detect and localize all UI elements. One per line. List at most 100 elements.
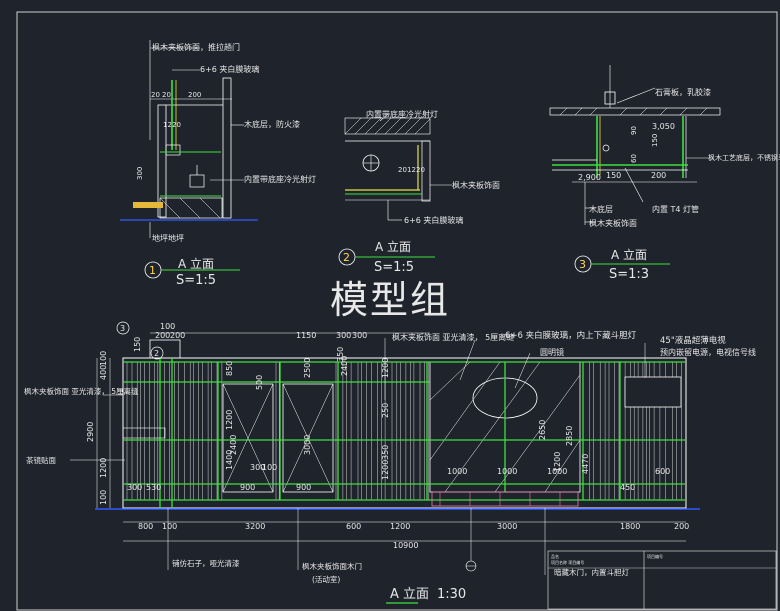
d3-dim-1: 3,050 bbox=[652, 122, 675, 131]
d3-ann-panel: 枫木夹板饰面 bbox=[589, 218, 637, 228]
d1-scale: S=1:5 bbox=[176, 273, 216, 288]
d2-dim-2: 12 bbox=[407, 166, 416, 174]
total-dim: 10900 bbox=[393, 541, 418, 550]
left-dim-4: 1200 bbox=[99, 458, 108, 478]
d3-dim-3: 150 bbox=[651, 134, 659, 147]
d2-scale: S=1:5 bbox=[374, 260, 414, 275]
d3-dim-5: 2,900 bbox=[578, 173, 601, 182]
bot-dim-2: 100 bbox=[162, 522, 177, 531]
inner-dim-label: 2400 bbox=[229, 435, 238, 455]
detail-1: 枫木夹板饰面，推拉趟门 6+6 夹白膜玻璃 20 20 200 12 20 30… bbox=[120, 40, 316, 288]
d3-dim-7: 200 bbox=[651, 171, 666, 180]
top-dim-4: 1150 bbox=[296, 331, 316, 340]
inner-dim-label: 1200 bbox=[381, 460, 390, 480]
callout-maple-left: 枫木夹板饰面 亚光清漆， 5厘离缝 bbox=[24, 386, 139, 396]
d3-scale: S=1:3 bbox=[609, 267, 649, 282]
d2-dim-3: 20 bbox=[416, 166, 425, 174]
d1-dim-2: 20 bbox=[162, 91, 171, 99]
watermark: 模型组 bbox=[330, 278, 450, 322]
d3-ann-wood: 木底层 bbox=[589, 204, 613, 214]
d2-ann-glass: 6+6 夹白膜玻璃 bbox=[404, 215, 463, 225]
inner-dim-label: 150 bbox=[133, 337, 142, 352]
d1-ann-glass: 6+6 夹白膜玻璃 bbox=[200, 64, 259, 74]
inner-dim-label: 350 bbox=[381, 445, 390, 460]
inner-dim-label: 1200 bbox=[553, 452, 562, 472]
inner-dim-label: 1200 bbox=[381, 358, 390, 378]
left-dim-1: 100 bbox=[99, 351, 108, 366]
inner-dim-label: 600 bbox=[655, 467, 670, 476]
d2-num: 2 bbox=[343, 251, 350, 264]
inner-dim-label: 530 bbox=[146, 483, 161, 492]
section-marker-2-label: 2 bbox=[154, 349, 159, 358]
inner-dim-label: 2400 bbox=[340, 356, 349, 376]
callout-hidden-door: 暗藏木门，内置斗胆灯 bbox=[554, 567, 629, 577]
d3-ann-lamp: 内置 T4 灯管 bbox=[652, 204, 699, 214]
bot-dim-6: 3000 bbox=[497, 522, 517, 531]
inner-dim-label: 1200 bbox=[225, 410, 234, 430]
inner-dim-label: 4470 bbox=[581, 454, 590, 474]
inner-dim-label: 2850 bbox=[565, 426, 574, 446]
inner-dim-label: 900 bbox=[296, 483, 311, 492]
inner-dim-label: 500 bbox=[255, 375, 264, 390]
d3-title: A 立面 bbox=[611, 247, 647, 262]
bot-dim-7: 1800 bbox=[620, 522, 640, 531]
d3-ann-board: 石膏板，乳胶漆 bbox=[655, 87, 711, 97]
wood-grain bbox=[126, 362, 682, 500]
d2-dim-1: 20 bbox=[398, 166, 407, 174]
d1-num: 1 bbox=[149, 264, 156, 277]
callout-tv-power: 预内嵌留电源，电视信号线 bbox=[660, 347, 756, 357]
callout-round-mirror: 圆明镜 bbox=[540, 347, 564, 357]
inner-dim-label: 350 bbox=[336, 347, 345, 362]
inner-dim-label: 900 bbox=[240, 483, 255, 492]
callout-tv: 45"液晶超薄电视 bbox=[660, 335, 726, 346]
d2-ann-light: 内置带底座冷光射灯 bbox=[366, 109, 438, 119]
bot-dim-1: 800 bbox=[138, 522, 153, 531]
bot-dim-8: 200 bbox=[674, 522, 689, 531]
d3-dim-4: 60 bbox=[630, 154, 638, 163]
left-dim-2: 400 bbox=[99, 365, 108, 380]
d1-ann-floor: 地坪地坪 bbox=[152, 233, 184, 243]
top-dim-6: 300 bbox=[352, 331, 367, 340]
tb-field-2: 项目名称 项目编号 bbox=[551, 559, 584, 565]
d2-ann-panel: 枫木夹板饰面 bbox=[452, 180, 500, 190]
main-elevation: 100 200 200 1150 300 300 3 2 100 400 290… bbox=[24, 321, 756, 604]
inner-dim-label: 1400 bbox=[225, 450, 234, 470]
top-dim-3: 200 bbox=[170, 331, 185, 340]
bot-dim-5: 1200 bbox=[390, 522, 410, 531]
d1-dim-1: 20 bbox=[151, 91, 160, 99]
d1-ann-light: 内置带底座冷光射灯 bbox=[244, 174, 316, 184]
top-dim-5: 300 bbox=[336, 331, 351, 340]
bot-dim-4: 600 bbox=[346, 522, 361, 531]
detail-2: 内置带底座冷光射灯 20 12 20 枫木夹板饰面 6+6 夹白膜玻璃 2 A … bbox=[338, 109, 500, 275]
callout-maple-right: 枫木夹板饰面 亚光清漆， 5厘离缝 bbox=[392, 332, 514, 342]
inner-dim-label: 450 bbox=[620, 483, 635, 492]
d3-dim-6: 150 bbox=[606, 171, 621, 180]
top-dim-1: 100 bbox=[160, 322, 175, 331]
inner-dim-label: 850 bbox=[225, 361, 234, 376]
inner-dim-label: 2500 bbox=[303, 358, 312, 378]
callout-tea-mirror: 茶镜贴面 bbox=[26, 455, 56, 465]
section-marker-2 bbox=[150, 346, 164, 360]
d1-title: A 立面 bbox=[178, 256, 214, 271]
d3-dim-2: 90 bbox=[630, 126, 638, 135]
callout-stone: 铺仿石子，哑光清漆 bbox=[172, 558, 240, 568]
drawing-frame bbox=[16, 11, 778, 611]
inner-dim-label: 100 bbox=[262, 463, 277, 472]
d1-ann-top: 枫木夹板饰面，推拉趟门 bbox=[152, 42, 240, 52]
section-marker bbox=[116, 321, 130, 335]
detail-3: 石膏板，乳胶漆 3,050 90 150 60 2,900 150 200 枫木… bbox=[549, 65, 780, 282]
tb-field-3: 项目编号 bbox=[647, 553, 663, 559]
d3-ann-frame: 枫木工艺底层，不锈钢马赛克扣板 bbox=[708, 153, 780, 162]
left-dim-5: 100 bbox=[99, 490, 108, 505]
title-block: 品名 项目名称 项目编号 项目编号 bbox=[547, 550, 777, 610]
inner-dim-label: 2650 bbox=[538, 420, 547, 440]
inner-dim-label: 1000 bbox=[447, 467, 467, 476]
d1-dim-5: 20 bbox=[172, 121, 181, 129]
main-title: A 立面 bbox=[390, 587, 429, 602]
d1-dim-3: 200 bbox=[188, 91, 201, 99]
inner-dim-label: 3000 bbox=[303, 435, 312, 455]
main-scale: 1:30 bbox=[437, 587, 466, 602]
inner-dim-label: 250 bbox=[381, 403, 390, 418]
